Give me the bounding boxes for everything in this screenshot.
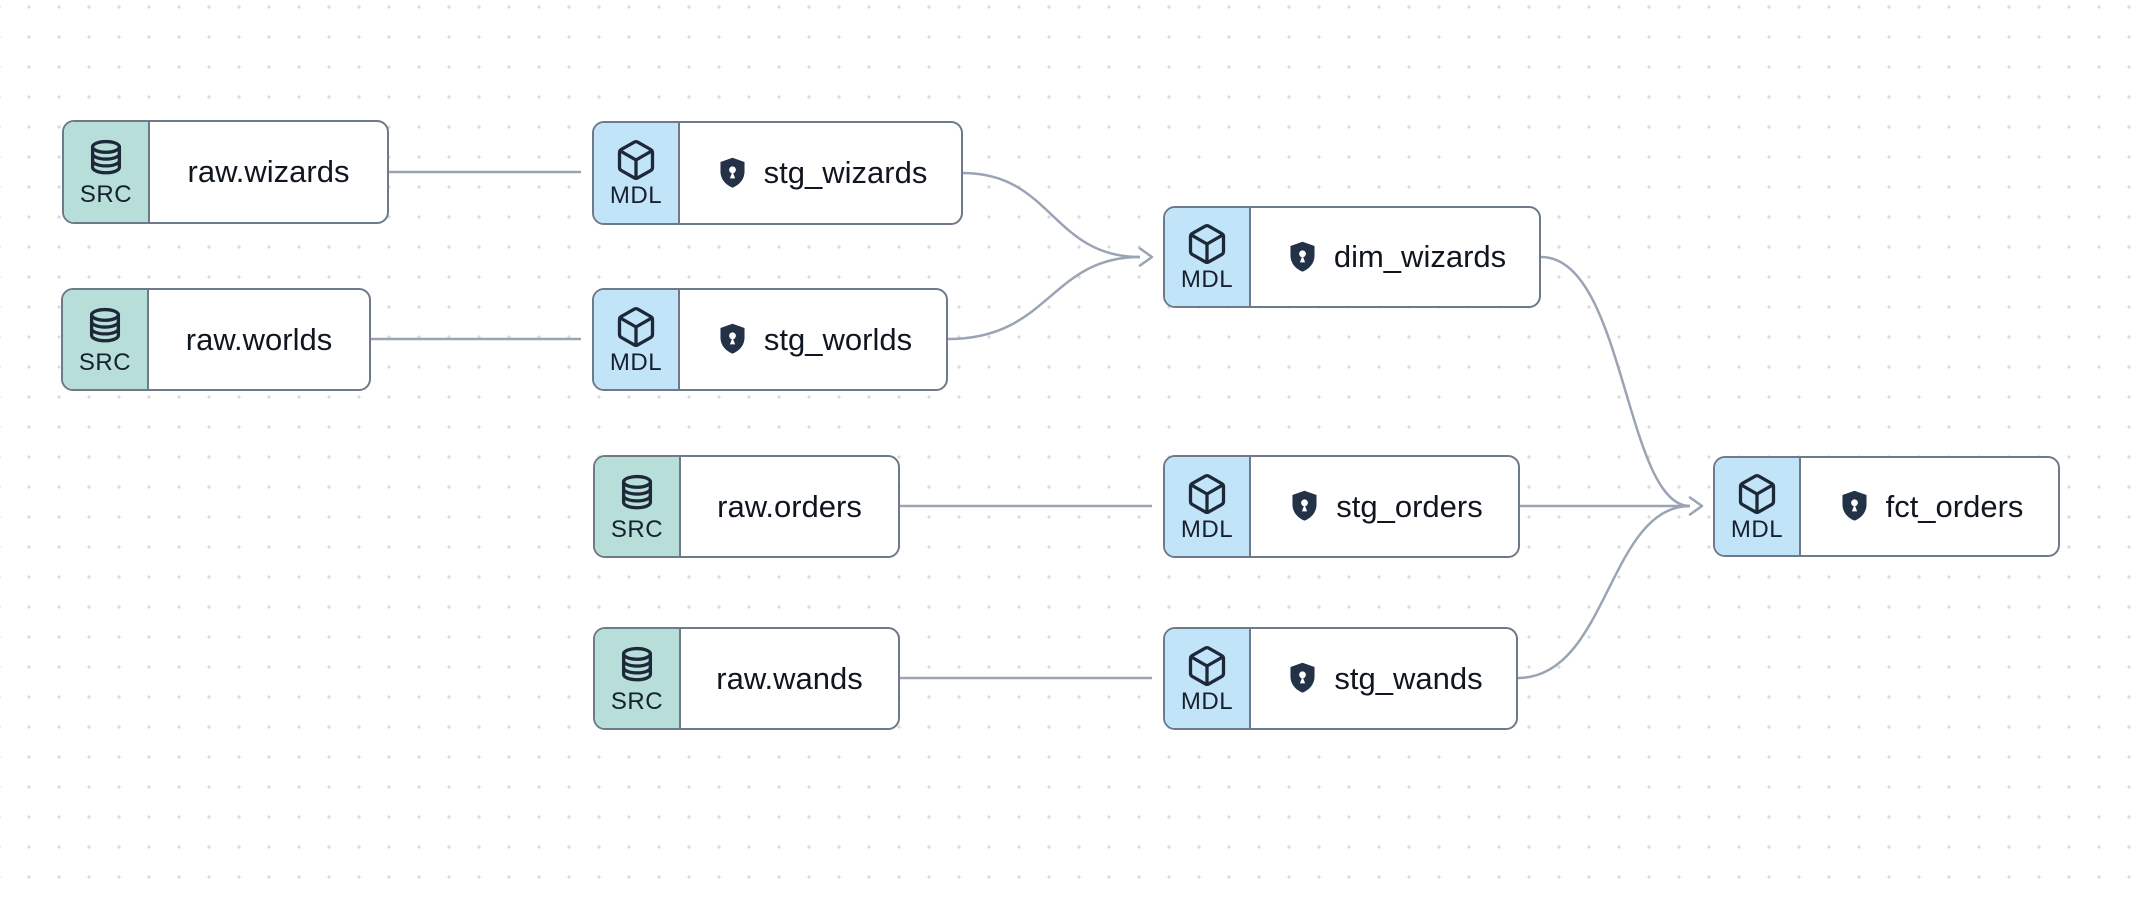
node-raw-orders[interactable]: SRC raw.orders — [593, 455, 900, 558]
node-body: stg_worlds — [680, 290, 946, 389]
database-icon — [83, 305, 127, 349]
database-icon — [615, 472, 659, 516]
node-body: raw.wands — [681, 629, 898, 728]
node-type-label: MDL — [1180, 266, 1234, 294]
arrowhead-icon — [1688, 496, 1704, 516]
node-body: raw.wizards — [150, 122, 387, 222]
node-label: raw.worlds — [185, 321, 333, 357]
shield-keyhole-icon — [1286, 488, 1323, 525]
shield-keyhole-icon — [714, 321, 751, 358]
node-dim-wizards[interactable]: MDL dim_wizards — [1163, 206, 1541, 308]
node-body: stg_wands — [1251, 629, 1516, 728]
node-type-badge: MDL — [1715, 458, 1801, 555]
node-type-badge: SRC — [63, 290, 149, 389]
node-type-badge: MDL — [1165, 208, 1251, 306]
node-type-label: SRC — [610, 515, 664, 543]
node-stg-worlds[interactable]: MDL stg_worlds — [592, 288, 948, 391]
node-body: stg_orders — [1251, 457, 1518, 556]
node-raw-wands[interactable]: SRC raw.wands — [593, 627, 900, 730]
arrowhead-icon — [1138, 247, 1154, 267]
node-type-label: SRC — [79, 181, 133, 209]
edge-dim-wizards-to-fct-orders — [1540, 255, 1691, 508]
node-type-label: SRC — [78, 348, 132, 376]
node-label: dim_wizards — [1333, 239, 1507, 274]
node-body: dim_wizards — [1251, 208, 1539, 306]
node-type-label: MDL — [1180, 687, 1234, 715]
edge-stg-worlds-to-dim-wizards — [947, 255, 1141, 341]
node-stg-orders[interactable]: MDL stg_orders — [1163, 455, 1520, 558]
node-stg-wands[interactable]: MDL stg_wands — [1163, 627, 1518, 730]
node-label: raw.wands — [716, 660, 863, 696]
shield-keyhole-icon — [714, 155, 751, 192]
node-type-label: MDL — [609, 348, 663, 376]
node-body: fct_orders — [1801, 458, 2058, 555]
node-body: raw.orders — [681, 457, 898, 556]
node-type-badge: MDL — [594, 290, 680, 389]
cube-icon — [1185, 644, 1229, 688]
node-label: stg_worlds — [763, 321, 913, 357]
shield-keyhole-icon — [1284, 239, 1321, 276]
node-body: raw.worlds — [149, 290, 369, 389]
node-fct-orders[interactable]: MDL fct_orders — [1713, 456, 2060, 557]
cube-icon — [614, 305, 658, 349]
node-label: stg_wands — [1334, 660, 1483, 696]
database-icon — [84, 137, 128, 181]
node-label: stg_orders — [1336, 488, 1483, 524]
node-label: stg_wizards — [763, 155, 928, 190]
node-raw-wizards[interactable]: SRC raw.wizards — [62, 120, 389, 224]
node-type-badge: MDL — [1165, 457, 1251, 556]
node-label: raw.orders — [717, 488, 862, 524]
node-body: stg_wizards — [680, 123, 961, 223]
cube-icon — [1185, 472, 1229, 516]
node-type-badge: SRC — [64, 122, 150, 222]
node-type-badge: MDL — [594, 123, 680, 223]
node-type-label: SRC — [610, 687, 664, 715]
edge-stg-wands-to-fct-orders — [1517, 504, 1691, 680]
node-raw-worlds[interactable]: SRC raw.worlds — [61, 288, 371, 391]
node-type-badge: SRC — [595, 629, 681, 728]
shield-keyhole-icon — [1284, 660, 1321, 697]
node-type-badge: SRC — [595, 457, 681, 556]
node-stg-wizards[interactable]: MDL stg_wizards — [592, 121, 963, 225]
node-label: raw.wizards — [187, 154, 350, 189]
edge-stg-wizards-to-dim-wizards — [962, 171, 1141, 259]
node-type-label: MDL — [1180, 515, 1234, 543]
cube-icon — [614, 138, 658, 182]
database-icon — [615, 644, 659, 688]
node-type-label: MDL — [1730, 515, 1784, 543]
cube-icon — [1185, 222, 1229, 266]
cube-icon — [1735, 472, 1779, 516]
shield-keyhole-icon — [1836, 488, 1873, 525]
node-type-label: MDL — [609, 182, 663, 210]
node-type-badge: MDL — [1165, 629, 1251, 728]
node-label: fct_orders — [1885, 488, 2024, 524]
